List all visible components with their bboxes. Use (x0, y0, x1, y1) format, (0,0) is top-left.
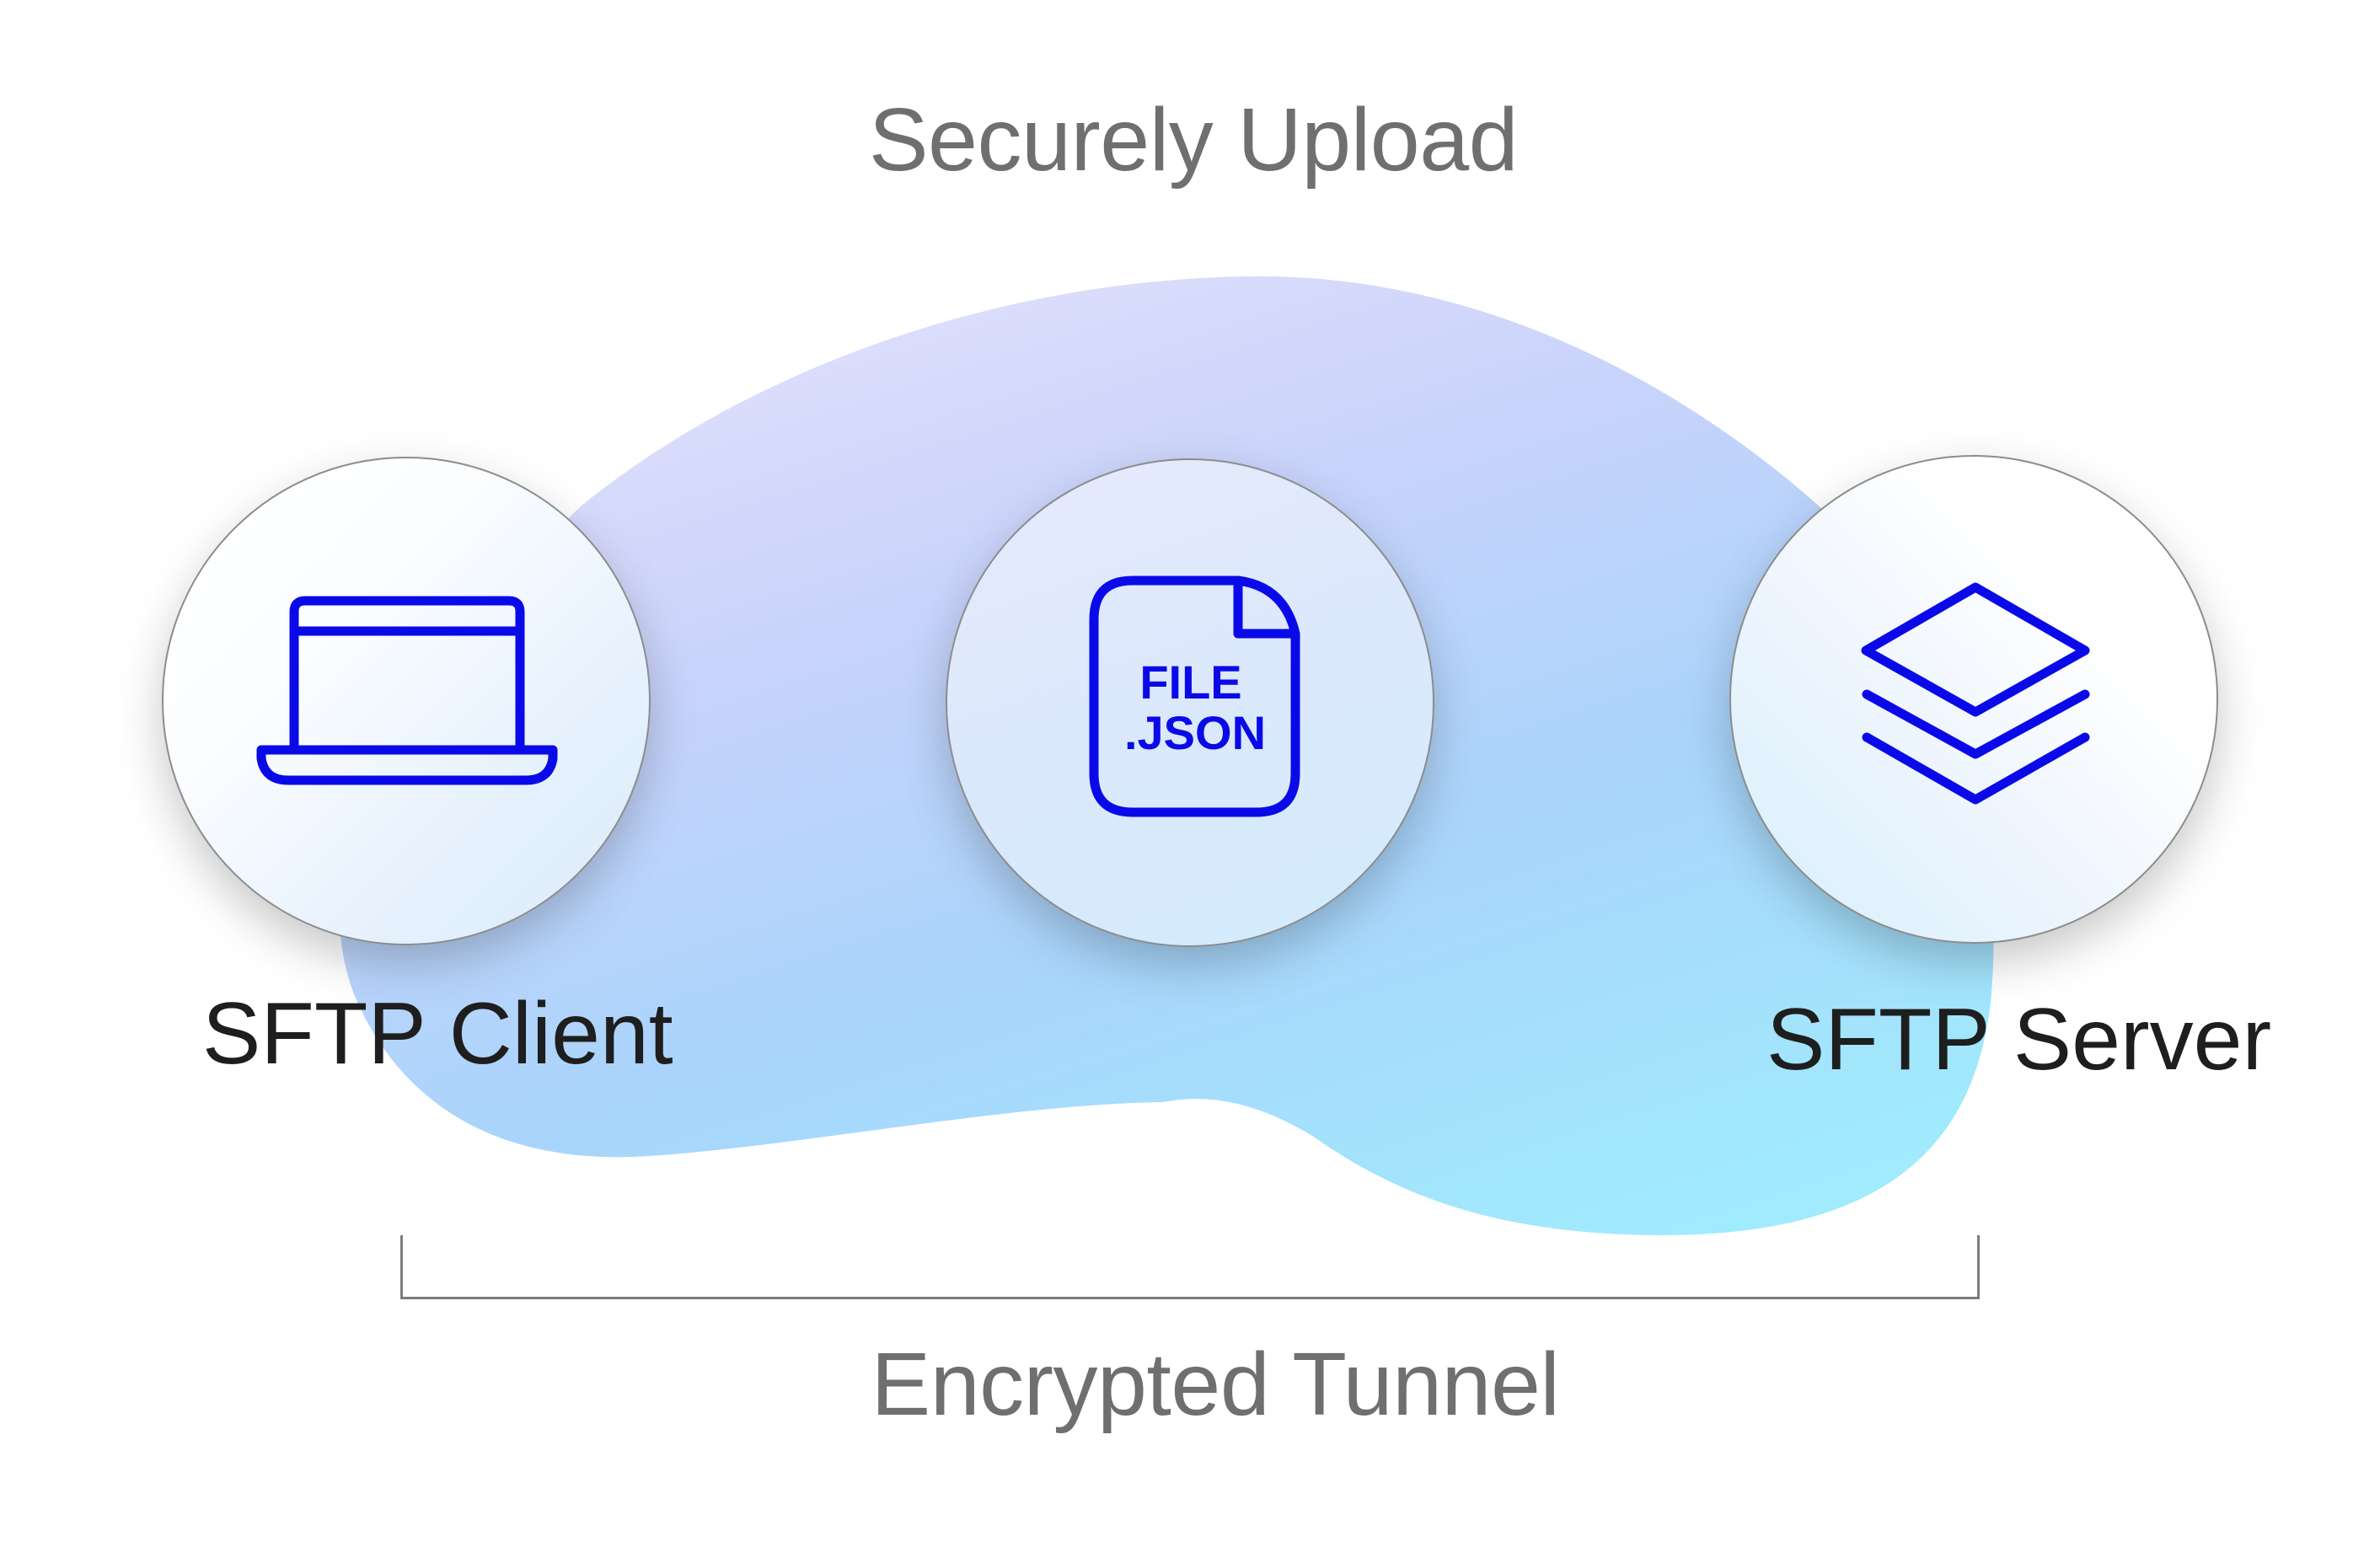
diagram-title: Securely Upload (868, 90, 1519, 190)
file-fold (1233, 581, 1295, 639)
layer-bottom (1862, 732, 2090, 805)
file-json-icon: FILE .JSON (1089, 575, 1300, 817)
layer-middle (1862, 689, 2090, 759)
laptop-screen (289, 596, 525, 755)
file-outline (1089, 575, 1300, 817)
sftp-client-label: SFTP Client (202, 985, 673, 1083)
sftp-server-label: SFTP Server (1766, 991, 2272, 1089)
encrypted-tunnel-label: Encrypted Tunnel (871, 1335, 1560, 1434)
sftp-server-node (1729, 455, 2218, 944)
layer-top (1861, 582, 2090, 717)
file-icon-text-line2: .JSON (1124, 706, 1266, 759)
laptop-icon (256, 596, 558, 785)
laptop-base (256, 745, 558, 785)
layers-icon (1861, 582, 2090, 805)
sftp-client-node (162, 457, 651, 945)
file-icon-text-line1: FILE (1139, 656, 1241, 709)
encrypted-tunnel-bracket (400, 1235, 1980, 1299)
file-json-node: FILE .JSON (946, 458, 1434, 947)
